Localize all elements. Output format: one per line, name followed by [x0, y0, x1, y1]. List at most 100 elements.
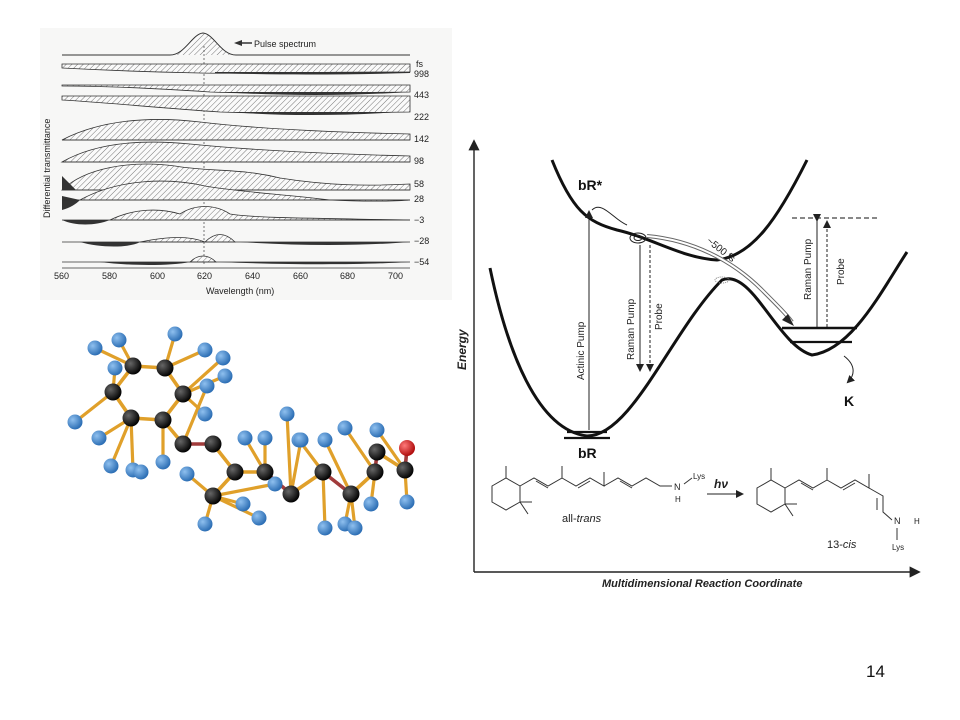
hydrogen-atom	[111, 332, 127, 348]
bond-stick	[323, 438, 353, 496]
lys-right-label: Lys	[892, 543, 904, 552]
carbon-atom	[368, 443, 386, 461]
pulse-spectrum-curve	[62, 32, 410, 56]
carbon-atom	[314, 463, 332, 481]
trace-222: 222	[61, 95, 429, 122]
energy-x-label: Multidimensional Reaction Coordinate	[602, 578, 802, 590]
page-number: 14	[866, 662, 885, 681]
hydrogen-atom	[293, 432, 309, 448]
svg-text:−3: −3	[414, 215, 424, 225]
carbon-atom	[282, 485, 300, 503]
time-unit-label: fs	[416, 59, 424, 69]
carbon-atom	[366, 463, 384, 481]
carbon-atom	[204, 487, 222, 505]
bond-stick	[211, 482, 277, 498]
hydrogen-atom	[133, 464, 149, 480]
trace-142: 142	[61, 119, 429, 144]
carbon-atom	[342, 485, 360, 503]
trace-28: 28	[62, 180, 424, 210]
svg-text:700: 700	[388, 271, 403, 281]
hydrogen-atom	[197, 516, 213, 532]
all-trans-label: all-trans	[562, 513, 602, 525]
hydrogen-atom	[67, 414, 83, 430]
trace-443: 443	[61, 84, 429, 100]
hydrogen-atom	[337, 420, 353, 436]
hydrogen-atom	[155, 454, 171, 470]
excited-state-surface	[550, 159, 809, 262]
hydrogen-atom	[197, 342, 213, 358]
spectra-y-label: Differential transmittance	[42, 119, 52, 218]
h-right-label: H	[914, 517, 920, 526]
energy-y-label: Energy	[455, 328, 469, 370]
carbon-atom	[396, 461, 414, 479]
hydrogen-atom	[399, 494, 415, 510]
probe-left-label: Probe	[654, 303, 665, 330]
bond-stick	[343, 426, 377, 474]
hydrogen-atom	[237, 430, 253, 446]
svg-text:98: 98	[414, 156, 424, 166]
carbon-atom	[122, 409, 140, 427]
13-cis-retinal-structure	[756, 468, 893, 521]
spectra-x-label: Wavelength (nm)	[206, 286, 274, 296]
hydrogen-atom	[199, 378, 215, 394]
svg-text:660: 660	[293, 271, 308, 281]
carbon-atom	[226, 463, 244, 481]
oxygen-atom	[399, 440, 415, 456]
svg-text:142: 142	[414, 134, 429, 144]
svg-text:222: 222	[414, 112, 429, 122]
bond-stick	[289, 438, 303, 496]
wavepacket-icon	[629, 232, 647, 244]
trace-998: 998	[61, 63, 429, 79]
hydrogen-atom	[87, 340, 103, 356]
atom-spheres	[67, 326, 415, 536]
svg-text:600: 600	[150, 271, 165, 281]
ground-state-label: bR	[578, 445, 597, 461]
carbon-atom	[174, 435, 192, 453]
hydrogen-atom	[251, 510, 267, 526]
spectra-x-ticks: 560 580 600 620 640 660 680 700	[54, 271, 403, 281]
hydrogen-atom	[257, 430, 273, 446]
hydrogen-atom	[103, 458, 119, 474]
raman-pump-left-label: Raman Pump	[626, 298, 637, 360]
product-k-label: K	[844, 393, 854, 409]
n-right-label: N	[894, 516, 901, 526]
svg-text:−28: −28	[414, 236, 429, 246]
bond-stick	[285, 412, 293, 496]
k-decay-arrow	[843, 355, 856, 384]
hydrogen-atom	[91, 430, 107, 446]
carbon-atom	[154, 411, 172, 429]
svg-text:580: 580	[102, 271, 117, 281]
carbon-atom	[156, 359, 174, 377]
hydrogen-atom	[267, 476, 283, 492]
n-left-label: N	[674, 482, 681, 492]
excited-state-label: bR*	[578, 177, 603, 193]
relaxation-arrow-icon	[782, 314, 794, 326]
svg-text:−54: −54	[414, 257, 429, 267]
carbon-atom	[204, 435, 222, 453]
hydrogen-atom	[235, 496, 251, 512]
hydrogen-atom	[107, 360, 123, 376]
transition-state-marker	[714, 276, 730, 284]
hydrogen-atom	[179, 466, 195, 482]
hydrogen-atom	[217, 368, 233, 384]
hydrogen-atom	[317, 432, 333, 448]
svg-text:620: 620	[197, 271, 212, 281]
hv-label: hν	[714, 477, 728, 491]
retinal-ball-and-stick-model	[55, 318, 425, 558]
hydrogen-atom	[167, 326, 183, 342]
probe-right-label: Probe	[836, 258, 847, 285]
carbon-atom	[256, 463, 274, 481]
bond-stick	[109, 416, 133, 468]
13-cis-label: 13-cis	[827, 539, 857, 551]
spectra-plot: Pulse spectrum fs 998 443 222 142	[42, 32, 429, 296]
trace-minus-3: −3	[62, 206, 424, 225]
bond-stick	[181, 356, 225, 396]
actinic-pump-label: Actinic Pump	[576, 321, 587, 380]
carbon-atom	[174, 385, 192, 403]
svg-text:28: 28	[414, 194, 424, 204]
hydrogen-atom	[347, 520, 363, 536]
trace-minus-28: −28	[62, 234, 429, 247]
energy-diagram-svg: Energy Multidimensional Reaction Coordin…	[455, 139, 921, 590]
svg-text:640: 640	[245, 271, 260, 281]
carbon-atom	[104, 383, 122, 401]
